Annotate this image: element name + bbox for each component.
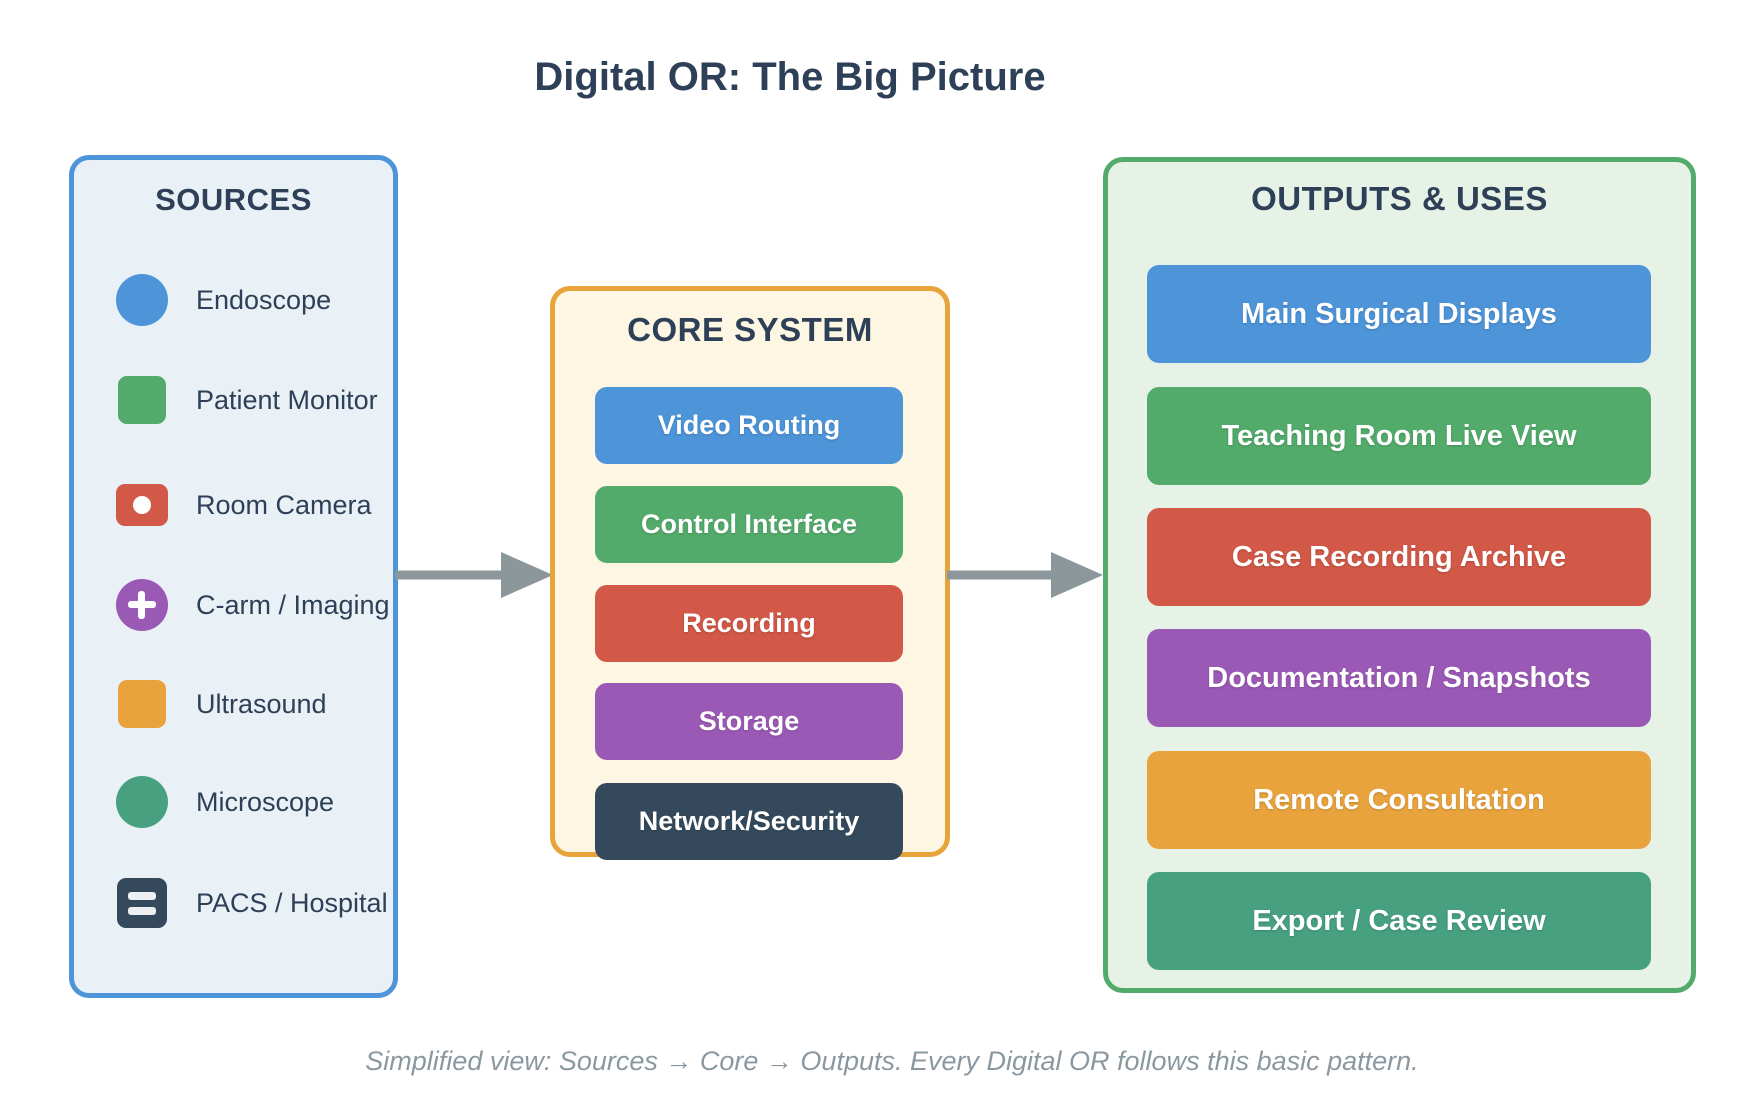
source-item-room-camera: Room Camera <box>114 477 372 533</box>
outputs-panel: OUTPUTS & USES Main Surgical Displays Te… <box>1103 157 1696 993</box>
server-bar <box>128 891 156 900</box>
icon-slot <box>114 776 170 828</box>
flow-arrow-core-to-outputs <box>947 552 1103 598</box>
source-item-label: Endoscope <box>196 284 332 315</box>
icon-slot <box>114 579 170 631</box>
source-item-microscope: Microscope <box>114 774 334 830</box>
sources-panel: SOURCES Endoscope Patient Monitor Room C… <box>69 155 398 998</box>
core-module-video-routing: Video Routing <box>595 387 903 464</box>
icon-slot <box>114 484 170 526</box>
pacs-server-icon <box>117 878 167 928</box>
icon-slot <box>114 274 170 326</box>
source-item-label: Microscope <box>196 786 335 817</box>
footer-caption: Simplified view: Sources → Core → Output… <box>365 1046 1419 1076</box>
icon-slot <box>114 878 170 928</box>
output-teaching-room-live-view: Teaching Room Live View <box>1147 387 1651 485</box>
output-export-case-review: Export / Case Review <box>1147 872 1651 970</box>
patient-monitor-icon <box>118 376 166 424</box>
output-remote-consultation: Remote Consultation <box>1147 751 1651 849</box>
output-case-recording-archive: Case Recording Archive <box>1147 508 1651 606</box>
outputs-heading: OUTPUTS & USES <box>1251 180 1548 217</box>
source-item-label: PACS / Hospital <box>196 887 388 918</box>
camera-lens-dot <box>133 496 151 514</box>
source-item-endoscope: Endoscope <box>114 272 331 328</box>
source-item-c-arm-imaging: C-arm / Imaging <box>114 577 390 633</box>
core-system-panel: CORE SYSTEM Video Routing Control Interf… <box>550 286 950 860</box>
source-item-patient-monitor: Patient Monitor <box>114 372 378 428</box>
source-item-label: Ultrasound <box>196 688 327 719</box>
source-item-label: Patient Monitor <box>196 384 378 415</box>
core-module-storage: Storage <box>595 683 903 760</box>
source-item-label: C-arm / Imaging <box>196 589 390 620</box>
core-module-recording: Recording <box>595 585 903 662</box>
microscope-icon <box>116 776 168 828</box>
server-bar <box>128 906 156 915</box>
core-module-control-interface: Control Interface <box>595 486 903 563</box>
flow-arrow-sources-to-core <box>395 552 553 598</box>
plus-bar <box>138 591 145 619</box>
output-main-surgical-displays: Main Surgical Displays <box>1147 265 1651 363</box>
core-system-heading: CORE SYSTEM <box>627 311 873 348</box>
ultrasound-icon <box>118 680 166 728</box>
icon-slot <box>114 680 170 728</box>
endoscope-icon <box>116 274 168 326</box>
icon-slot <box>114 376 170 424</box>
output-documentation-snapshots: Documentation / Snapshots <box>1147 629 1651 727</box>
source-item-ultrasound: Ultrasound <box>114 676 327 732</box>
core-module-network-security: Network/Security <box>595 783 903 860</box>
sources-heading: SOURCES <box>155 182 312 217</box>
room-camera-icon <box>116 484 168 526</box>
source-item-label: Room Camera <box>196 489 372 520</box>
c-arm-imaging-icon <box>116 579 168 631</box>
source-item-pacs-hospital: PACS / Hospital <box>114 875 388 931</box>
page-title: Digital OR: The Big Picture <box>534 55 1046 99</box>
